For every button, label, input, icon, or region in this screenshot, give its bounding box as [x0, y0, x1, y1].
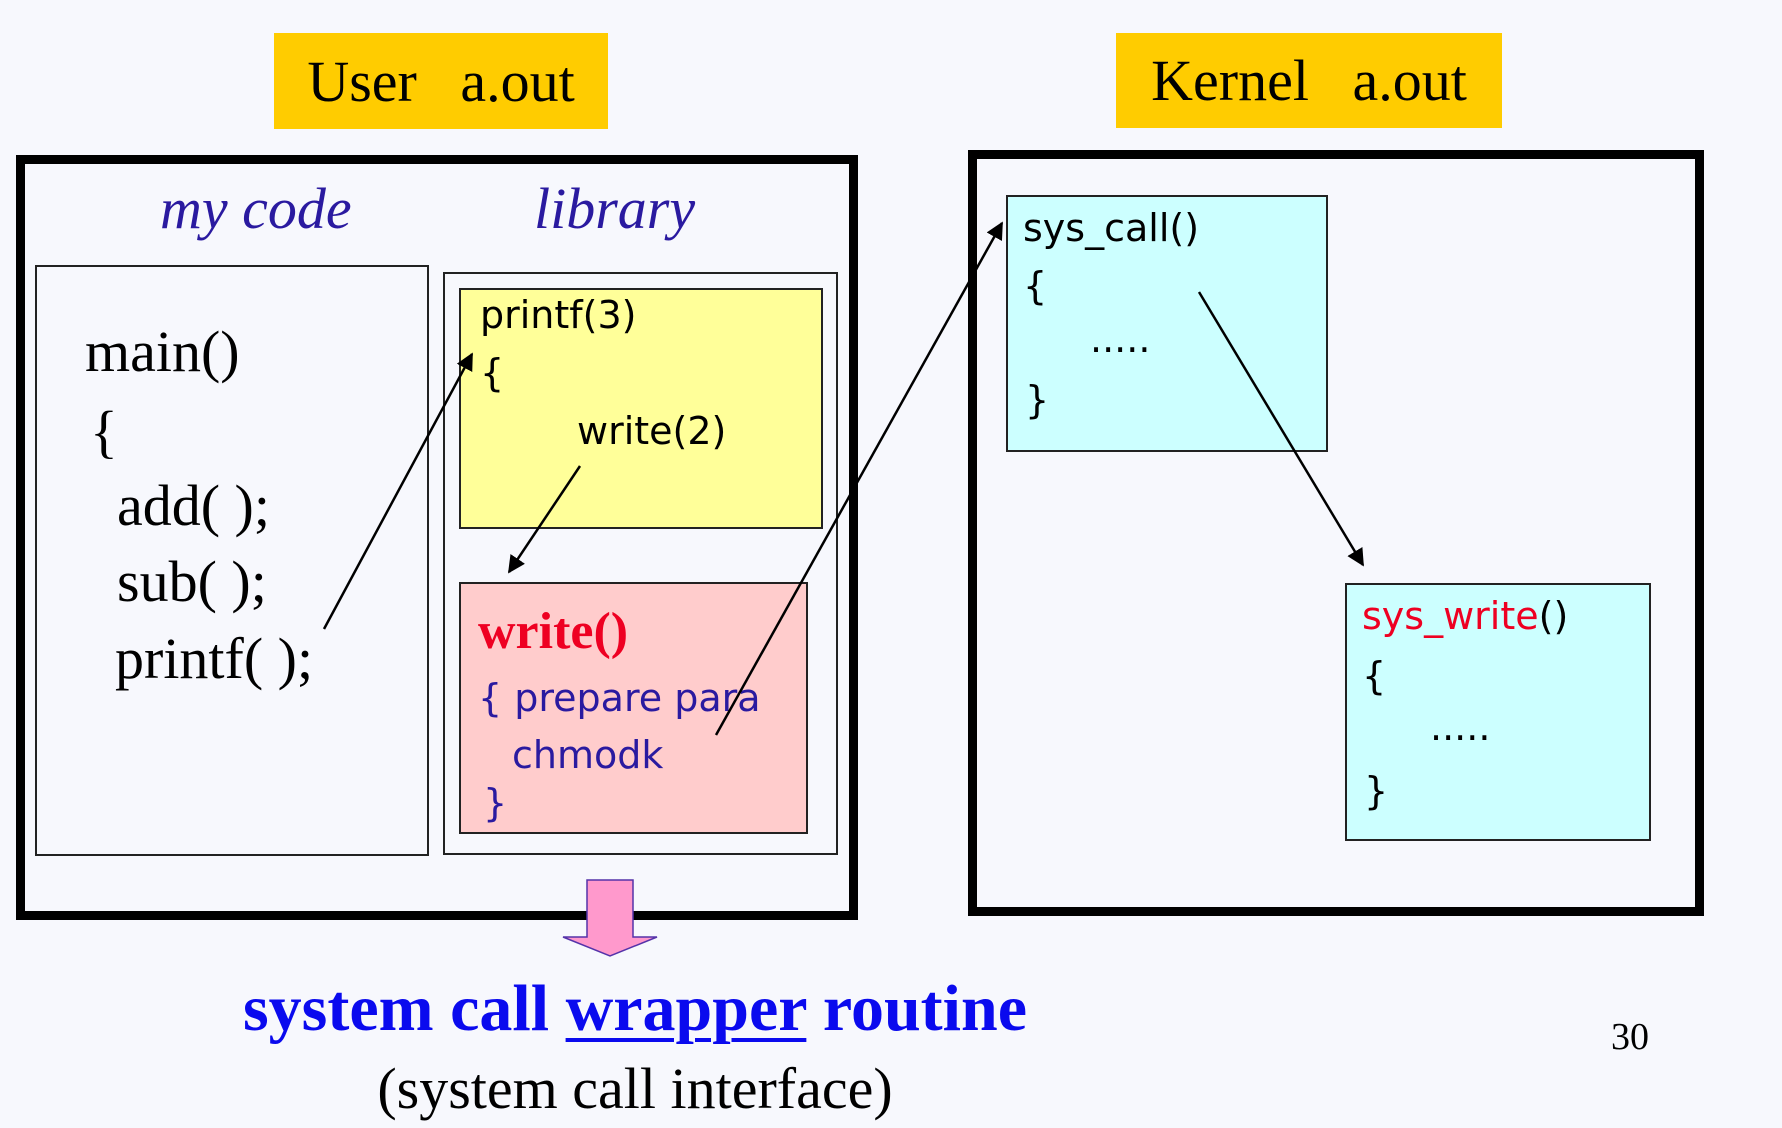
caption-title: system call wrapper routine [0, 976, 1270, 1042]
sys-call-title: sys_call() [1023, 206, 1200, 250]
code-line-open-brace: { [90, 399, 118, 464]
code-line-sub: sub( ); [117, 549, 267, 614]
sys-write-title-name: sys_write [1362, 594, 1539, 638]
sys-write-open-brace: { [1362, 654, 1387, 698]
sys-write-title-parens: () [1538, 594, 1569, 638]
caption-subtitle: (system call interface) [377, 1056, 893, 1121]
kernel-aout-label: Kernel a.out [1116, 33, 1502, 128]
caption-title-underlined: wrapper [565, 972, 807, 1045]
sys-write-title: sys_write() [1362, 597, 1568, 635]
code-line-add: add( ); [117, 473, 270, 538]
user-aout-label: User a.out [274, 33, 608, 129]
write-box-line1: { prepare para [478, 676, 761, 720]
write-box-title: write() [478, 603, 629, 660]
printf-box-open-brace: { [480, 351, 505, 395]
page-number: 30 [1611, 1016, 1649, 1058]
sys-write-box [1345, 583, 1651, 841]
caption-title-part2: routine [806, 972, 1027, 1045]
my-code-title: my code [160, 176, 352, 241]
user-aout-label-text: User a.out [307, 48, 575, 114]
code-line-printf: printf( ); [115, 626, 314, 691]
sys-call-close-brace: } [1025, 378, 1050, 422]
sys-write-close-brace: } [1364, 769, 1389, 813]
library-title: library [534, 176, 696, 241]
write-box-line2: chmodk [512, 733, 664, 777]
kernel-aout-label-text: Kernel a.out [1151, 48, 1467, 113]
printf-box-body: write(2) [577, 409, 727, 453]
write-box-close-brace: } [483, 781, 508, 825]
printf-box-title: printf(3) [480, 293, 637, 337]
sys-write-body: ..... [1430, 705, 1491, 749]
code-line-main: main() [85, 319, 240, 384]
sys-call-body: ..... [1090, 317, 1151, 361]
sys-call-open-brace: { [1023, 264, 1048, 308]
caption-title-part1: system call [243, 972, 566, 1045]
